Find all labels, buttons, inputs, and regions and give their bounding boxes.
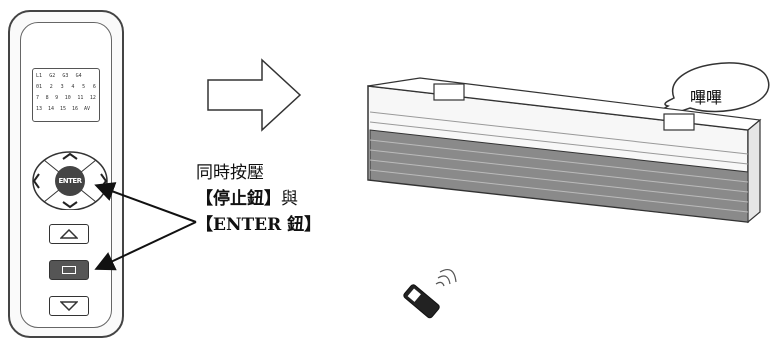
lcd-cell: 14 bbox=[48, 106, 55, 112]
lcd-cell: 01 bbox=[36, 84, 43, 90]
lcd-cell: 8 bbox=[45, 95, 49, 101]
down-button[interactable] bbox=[49, 296, 89, 316]
enter-button-label: ENTER bbox=[58, 177, 82, 185]
blind-motor-unit bbox=[367, 77, 762, 224]
lcd-cell: 3 bbox=[60, 84, 64, 90]
big-right-arrow-icon bbox=[207, 58, 302, 132]
stop-icon bbox=[62, 266, 76, 274]
lcd-row-1: L1 G2 G3 G4 bbox=[36, 71, 96, 82]
instruction-line-2: 【停止鈕】與 bbox=[196, 189, 298, 209]
mount-bracket bbox=[433, 83, 465, 101]
lcd-cell: 12 bbox=[89, 95, 96, 101]
lcd-cell: 2 bbox=[49, 84, 53, 90]
signal-waves-icon bbox=[435, 281, 445, 287]
lcd-cell: G4 bbox=[75, 73, 82, 79]
instruction-line-1: 同時按壓 bbox=[196, 163, 264, 183]
stop-button-label: 停止鈕 bbox=[213, 189, 264, 209]
dpad-up-button[interactable] bbox=[62, 152, 78, 160]
lcd-cell: 7 bbox=[36, 95, 40, 101]
lcd-row-3: 7 8 9 10 11 12 bbox=[36, 93, 96, 104]
lcd-cell: 13 bbox=[36, 106, 43, 112]
up-button[interactable] bbox=[49, 224, 89, 244]
speech-bubble-text: 嗶嗶 bbox=[690, 88, 723, 107]
lcd-cell: 15 bbox=[60, 106, 67, 112]
lcd-cell: L1 bbox=[36, 73, 43, 79]
arrow-to-stop bbox=[94, 221, 197, 271]
lcd-row-4: 13 14 15 16 AV bbox=[36, 104, 96, 115]
enter-button[interactable]: ENTER bbox=[55, 166, 85, 196]
handheld-remote-icon bbox=[403, 284, 440, 319]
triangle-down-icon bbox=[60, 301, 78, 311]
lcd-cell: 10 bbox=[64, 95, 71, 101]
lcd-cell: G2 bbox=[49, 73, 56, 79]
lcd-cell: AV bbox=[84, 106, 91, 112]
triangle-up-icon bbox=[60, 229, 78, 239]
lcd-cell: 5 bbox=[82, 84, 86, 90]
dpad-left-button[interactable] bbox=[32, 173, 40, 189]
dpad-down-button[interactable] bbox=[62, 201, 78, 209]
instruction-caption: 同時按壓 【停止鈕】與 【ENTER 鈕】 bbox=[196, 160, 321, 238]
lcd-cell: 11 bbox=[77, 95, 84, 101]
lcd-cell: 16 bbox=[72, 106, 79, 112]
mount-bracket bbox=[663, 113, 695, 131]
stop-button[interactable] bbox=[49, 260, 89, 280]
lcd-cell: 6 bbox=[92, 84, 96, 90]
lcd-cell: G3 bbox=[62, 73, 69, 79]
arrow-to-enter bbox=[94, 182, 197, 223]
instruction-line-3: 【ENTER 鈕】 bbox=[196, 215, 322, 235]
lcd-row-2: 01 2 3 4 5 6 bbox=[36, 82, 96, 93]
lcd-cell: 9 bbox=[55, 95, 59, 101]
enter-button-label-text: ENTER 鈕 bbox=[213, 215, 305, 235]
remote-lcd-screen: L1 G2 G3 G4 01 2 3 4 5 6 7 8 9 10 11 12 … bbox=[32, 68, 100, 122]
lcd-cell: 4 bbox=[71, 84, 75, 90]
